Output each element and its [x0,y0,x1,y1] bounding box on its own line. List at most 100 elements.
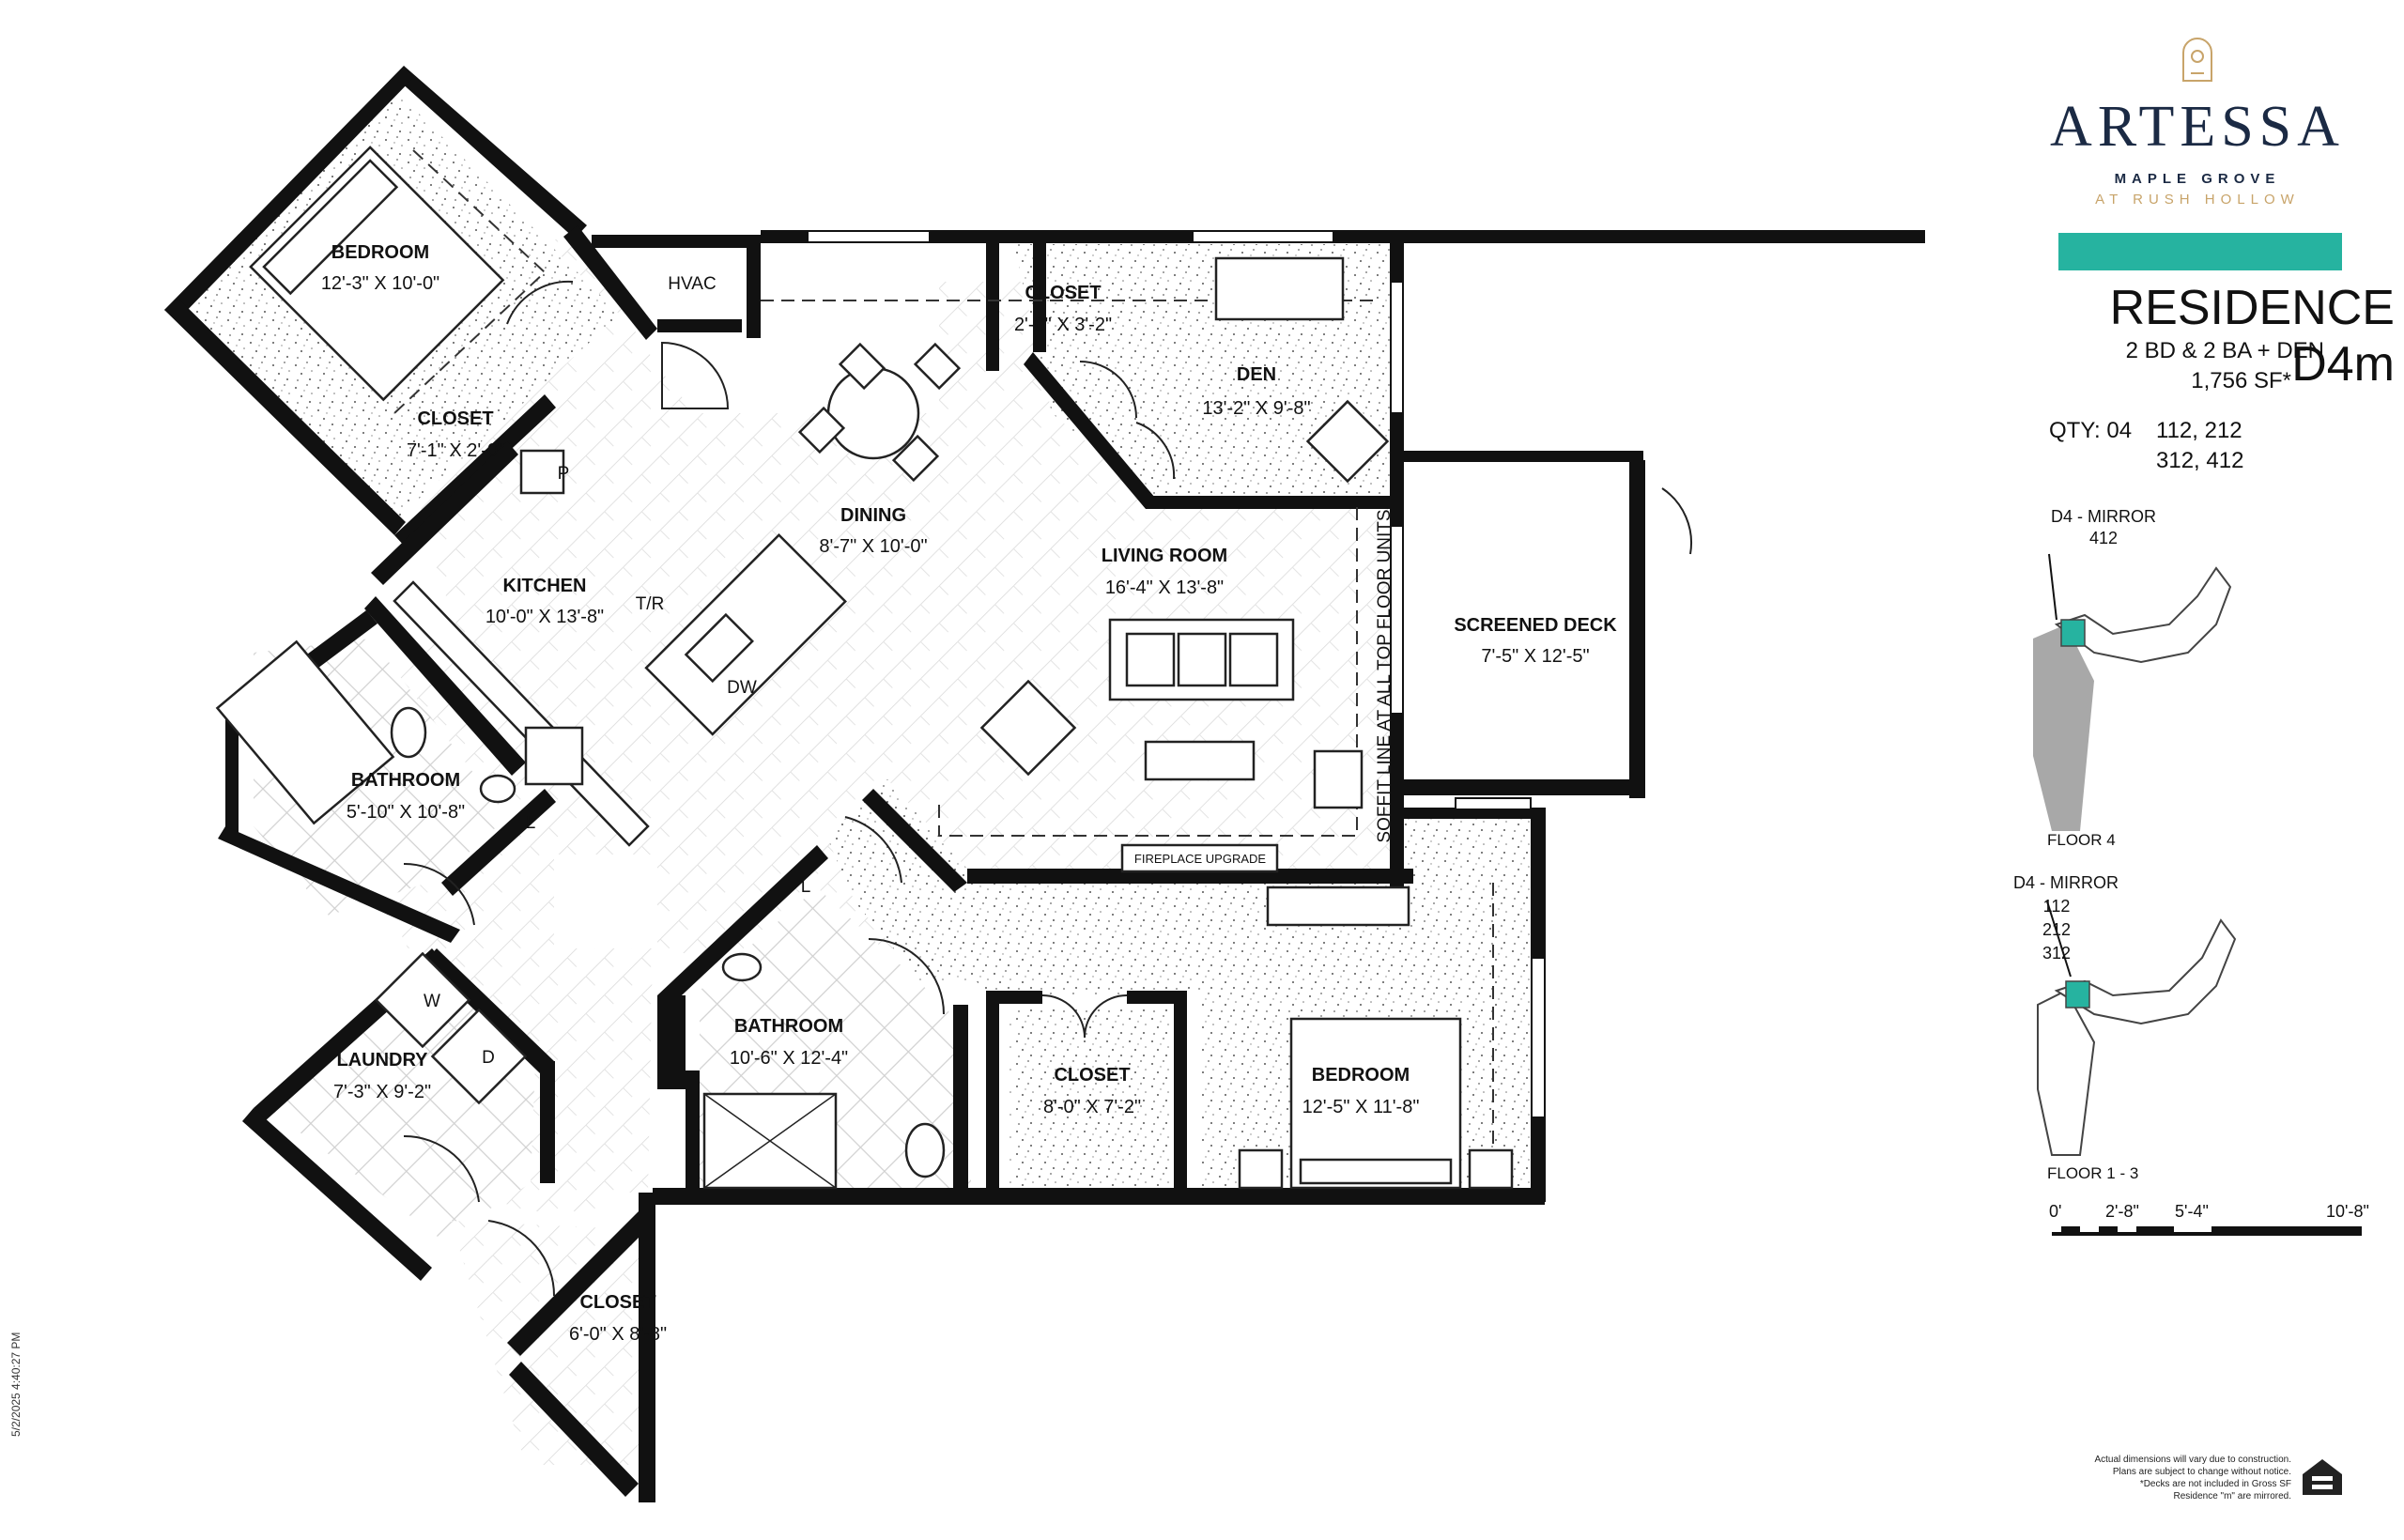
bathroom1-name: BATHROOM [351,770,460,791]
wall-hvac-e [747,235,761,338]
laundry-dims: 7'-3" X 9'-2" [333,1082,431,1102]
deck-dims: 7'-5" X 12'-5" [1481,646,1589,667]
washer [374,951,471,1049]
units-line2: 312, 412 [2156,448,2244,473]
disclaimer: Actual dimensions will vary due to const… [2000,1454,2291,1502]
label-soffit: SOFFIT LINE AT ALL TOP FLOOR UNITS [1375,509,1395,842]
wall-bed1-ne [399,66,587,239]
doors [403,280,1692,1297]
bed1-bed [249,146,505,402]
wall-laundry-e [424,948,554,1074]
walk-closet-carpet [1009,1009,1179,1193]
fixture-labels: P T/R DW L L W D FIREPLACE UPGRADE SOFFI… [424,464,1395,1068]
dining-table [797,342,962,483]
equal-housing-icon [2303,1459,2342,1495]
door-den-closet [1079,361,1137,419]
closet-walk-name: CLOSET [1054,1065,1130,1086]
brand-name: ARTESSA [2050,95,2345,159]
furniture [215,146,1514,1190]
kitchen-dims: 10'-0" X 13'-8" [485,607,604,627]
disclaimer-line1: Actual dimensions will vary due to const… [2094,1455,2291,1465]
window-dining [807,230,931,243]
door-laundry [403,1134,480,1203]
door-bath2-in [868,938,945,1015]
keyplan-lower-title: D4 - MIRROR [2013,873,2119,892]
label-fireplace: FIREPLACE UPGRADE [1134,852,1266,866]
wall-bed1-sw [164,299,406,535]
wall-bath1-sw [218,826,460,943]
window-living [1390,525,1404,715]
wall-closet-e [1174,991,1187,1193]
wall-laundry-ee [540,1061,555,1183]
door-bed1 [506,280,574,325]
window-bed2 [1531,957,1546,1118]
room-labels: BEDROOM 12'-3" X 10'-0" CLOSET 7'-1" X 2… [321,242,1617,1345]
tub [215,639,395,825]
wall-bed1-nw [164,66,413,319]
bedroom2-name: BEDROOM [1312,1065,1410,1086]
door-bath1 [403,862,475,926]
door-deck [1661,487,1692,555]
label-dw: DW [727,678,757,698]
window-den-e [1390,281,1404,414]
bathroom1-dims: 5'-10" X 10'-8" [347,802,465,823]
den-dims: 13'-2" X 9'-8" [1202,398,1310,419]
bathroom2-name: BATHROOM [734,1016,843,1037]
closet1-name: CLOSET [417,408,493,429]
pantry-box [519,449,565,495]
label-l1: L [526,813,536,833]
wall-deck-s [1399,779,1645,795]
wall-south [676,1188,1545,1205]
laundry-name: LAUNDRY [336,1050,428,1070]
wall-hvac-s [657,319,742,332]
nightstand2 [1468,1148,1514,1190]
wall-closet-n2 [1127,991,1183,1004]
wall-den-s [1146,496,1404,509]
hvac-label: HVAC [668,274,716,294]
door-hvac [661,341,730,409]
closet-entry-name: CLOSET [579,1292,655,1313]
range [524,726,584,786]
side-panel: ARTESSA MAPLE GROVE AT RUSH HOLLOW RESID… [2000,28,2395,1540]
shower-x2 [703,1093,837,1189]
disclaimer-line2: Plans are subject to change without noti… [2112,1467,2291,1477]
label-d: D [482,1048,495,1068]
dining-name: DINING [840,505,906,526]
wall-deck-n [1399,451,1643,462]
closet-walk-dims: 8'-0" X 7'-2" [1043,1097,1141,1117]
fireplace [1120,843,1279,873]
wall-bath2-wl [686,1070,700,1197]
brand-line2: AT RUSH HOLLOW [2095,192,2300,208]
keyplan-lower-map [2037,901,2237,1156]
dryer [430,1008,528,1105]
timestamp: 5/2/2025 4:40:27 PM [9,1332,23,1437]
label-p: P [558,464,570,484]
keyplan-lower-unit3: 312 [2042,944,2072,962]
window-den [1192,230,1334,243]
bedroom1-dims: 12'-3" X 10'-0" [321,273,439,294]
wall-deck-e [1629,460,1645,798]
door-walk-closet [1041,994,1128,1039]
closet-entry-dims: 6'-0" X 8'-8" [569,1324,667,1345]
living-name: LIVING ROOM [1102,546,1227,566]
label-w: W [424,992,440,1011]
units-line1: 112, 212 [2156,418,2242,443]
keyplan-upper-floor: FLOOR 4 [2047,831,2116,849]
brand-line1: MAPLE GROVE [2114,171,2281,187]
scale-3: 10'-8" [2326,1202,2369,1221]
dash-bed1 [393,149,547,414]
wall-bath2-w [657,995,686,1089]
sink1 [479,774,516,804]
keyplan-upper-map [2033,553,2232,831]
door-entry-closet [487,1220,556,1297]
label-tr: T/R [636,594,665,614]
door-den [1135,422,1176,480]
scale-0: 0' [2049,1202,2062,1221]
wall-bath2-nw [657,845,828,1008]
accent-bar [2058,233,2342,270]
disclaimer-line4: Residence "m" are mirrored. [2173,1491,2291,1502]
wall-bath1-se [441,789,556,896]
scale-1: 2'-8" [2105,1202,2139,1221]
door-bath2-out [844,816,902,884]
toilet1 [390,706,427,759]
